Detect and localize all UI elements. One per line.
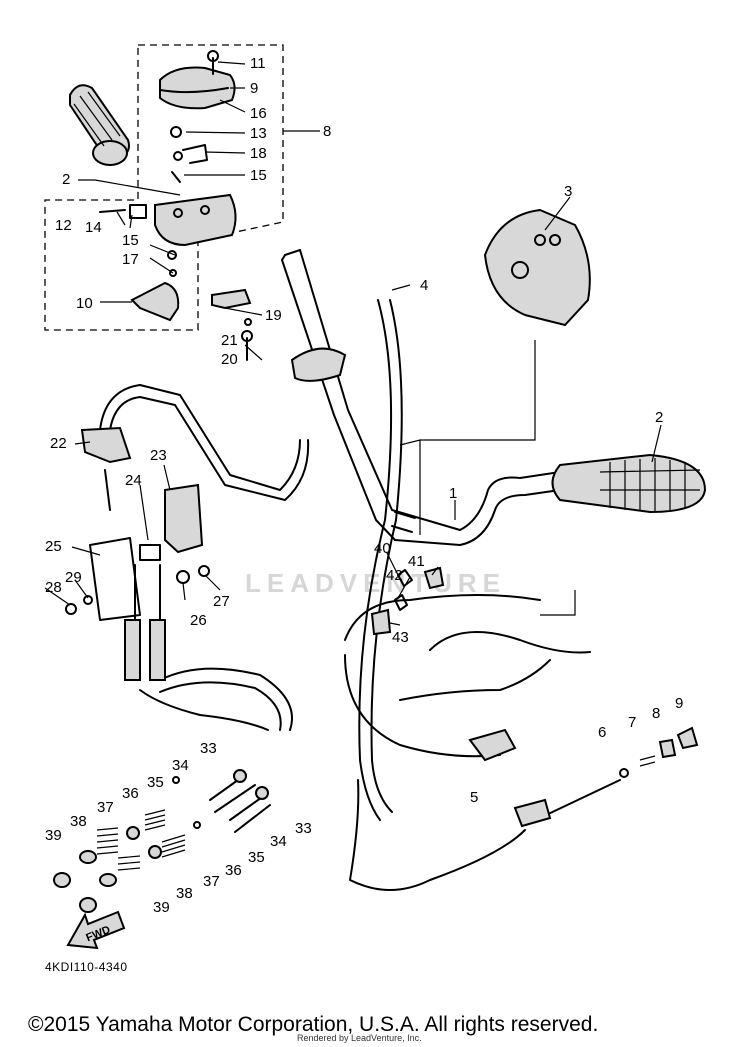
callout-23: 20 — [221, 351, 238, 368]
callout-35-bottom: 35 — [248, 849, 265, 866]
fwd-arrow-icon: FWD — [66, 910, 126, 950]
callout-35-top: 35 — [147, 774, 164, 791]
callout-2-right: 2 — [655, 409, 663, 426]
callout-21: 18 — [250, 145, 267, 162]
housing-cover — [164, 483, 204, 554]
callout-2-left: 2 — [62, 171, 70, 188]
callout-30: 27 — [213, 593, 230, 610]
handlebar — [281, 249, 561, 546]
callout-42: 42 — [386, 567, 403, 584]
sub-assembly-box — [44, 44, 284, 331]
callout-33-bottom: 33 — [295, 820, 312, 837]
adjusters-springs — [53, 566, 699, 913]
callout-36-top: 36 — [122, 785, 139, 802]
render-credit: Rendered by LeadVenture, Inc. — [297, 1033, 422, 1043]
callout-15: 13 — [250, 125, 267, 142]
gasket — [89, 537, 141, 621]
switch-housing — [99, 50, 253, 361]
callout-37-bottom: 37 — [203, 873, 220, 890]
callout-33-top: 33 — [200, 740, 217, 757]
callout-29: 26 — [190, 612, 207, 629]
callout-38-bottom: 38 — [176, 885, 193, 902]
diagram-code: 4KDI110-4340 — [45, 960, 128, 974]
right-grip — [551, 453, 707, 514]
callout-labels: 11 9 16 13 18 15 8 2 12 14 15 17 10 19 2… — [45, 55, 683, 916]
callout-28: 25 — [45, 538, 62, 555]
callout-16: 14 — [85, 219, 102, 236]
callout-41: 41 — [408, 553, 425, 570]
callout-37-top: 37 — [97, 799, 114, 816]
callout-8: 8 — [652, 705, 660, 722]
callout-4: 4 — [420, 277, 428, 294]
callout-1: 1 — [449, 485, 457, 502]
right-switch-housing — [483, 208, 591, 327]
callout-43: 43 — [392, 629, 409, 646]
callout-39-bottom: 39 — [153, 899, 170, 916]
callout-34-top: 34 — [172, 757, 189, 774]
callout-19: 16 — [250, 105, 267, 122]
callout-17: 15 — [122, 232, 139, 249]
callout-34-bottom: 34 — [270, 833, 287, 850]
callout-7: 7 — [628, 714, 636, 731]
callout-25: 22 — [50, 435, 67, 452]
callout-10: 8 — [323, 123, 331, 140]
callout-9: 9 — [675, 695, 683, 712]
callout-32: 29 — [65, 569, 82, 586]
callout-31: 28 — [45, 579, 62, 596]
callout-20: 17 — [122, 251, 139, 268]
leader-lines — [44, 61, 662, 626]
callout-39-top: 39 — [45, 827, 62, 844]
callout-3: 3 — [564, 183, 572, 200]
callout-18: 15 — [250, 167, 267, 184]
callout-40: 40 — [374, 540, 391, 557]
callout-12: 10 — [76, 295, 93, 312]
cables — [99, 299, 621, 891]
callout-11: 9 — [250, 80, 258, 97]
callout-5: 5 — [470, 789, 478, 806]
callout-38-top: 38 — [70, 813, 87, 830]
callout-26: 23 — [150, 447, 167, 464]
copyright-notice: ©2015 Yamaha Motor Corporation, U.S.A. A… — [28, 1013, 599, 1036]
callout-14: 12 — [55, 217, 72, 234]
callout-22: 19 — [265, 307, 282, 324]
callout-13: 11 — [250, 55, 266, 72]
callout-24: 21 — [221, 332, 238, 349]
callout-36-bottom: 36 — [225, 862, 242, 879]
callout-27: 24 — [125, 472, 142, 489]
callout-6: 6 — [598, 724, 606, 741]
left-grip — [69, 84, 130, 166]
throttle-housing — [80, 426, 132, 464]
